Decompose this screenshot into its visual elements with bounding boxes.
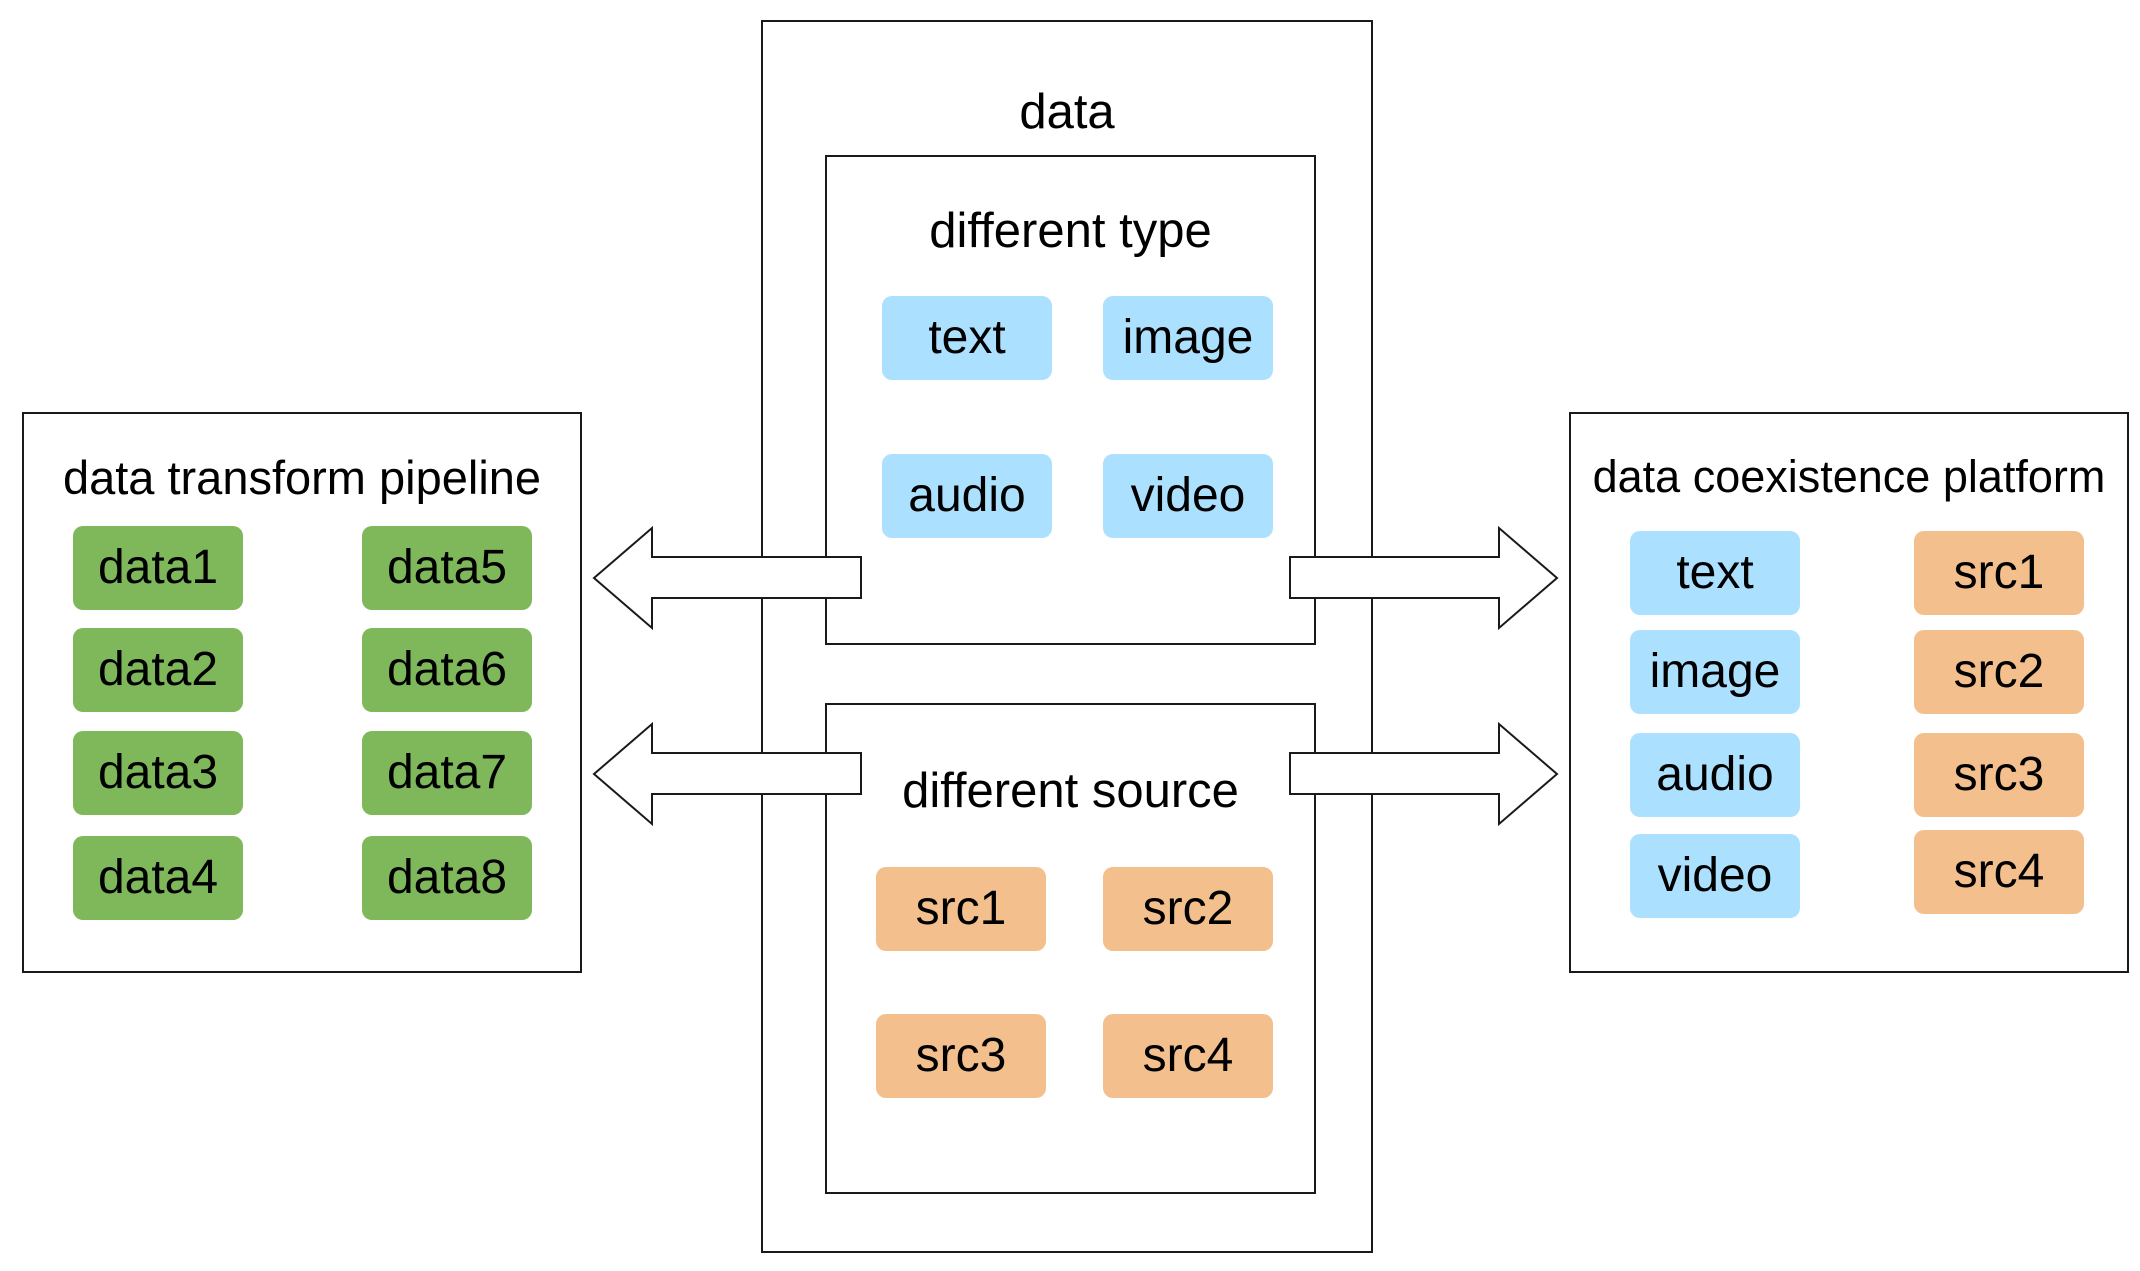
type-chip-image: image xyxy=(1103,296,1273,380)
pipeline-title: data transform pipeline xyxy=(62,451,542,504)
platform-chip-src3: src3 xyxy=(1914,733,2084,817)
data-container-title: data xyxy=(1019,85,1115,139)
platform-chip-video: video xyxy=(1630,834,1800,918)
source-chip-src3: src3 xyxy=(876,1014,1046,1098)
source-chip-src2: src2 xyxy=(1103,867,1273,951)
platform-chip-audio: audio xyxy=(1630,733,1800,817)
platform-chip-src4: src4 xyxy=(1914,830,2084,914)
pipeline-chip-data1: data1 xyxy=(73,526,243,610)
platform-chip-src1: src1 xyxy=(1914,531,2084,615)
pipeline-chip-data5: data5 xyxy=(362,526,532,610)
type-chip-video: video xyxy=(1103,454,1273,538)
platform-chip-src2: src2 xyxy=(1914,630,2084,714)
platform-chip-image: image xyxy=(1630,630,1800,714)
type-chip-text: text xyxy=(882,296,1052,380)
pipeline-chip-data4: data4 xyxy=(73,836,243,920)
different-type-title: different type xyxy=(929,204,1212,258)
source-chip-src1: src1 xyxy=(876,867,1046,951)
pipeline-chip-data7: data7 xyxy=(362,731,532,815)
pipeline-chip-data2: data2 xyxy=(73,628,243,712)
source-chip-src4: src4 xyxy=(1103,1014,1273,1098)
pipeline-chip-data6: data6 xyxy=(362,628,532,712)
pipeline-chip-data8: data8 xyxy=(362,836,532,920)
different-source-title: different source xyxy=(902,764,1239,818)
platform-chip-text: text xyxy=(1630,531,1800,615)
different-type-group: different type xyxy=(825,155,1316,645)
type-chip-audio: audio xyxy=(882,454,1052,538)
platform-title: data coexistence platform xyxy=(1592,451,2106,502)
pipeline-chip-data3: data3 xyxy=(73,731,243,815)
